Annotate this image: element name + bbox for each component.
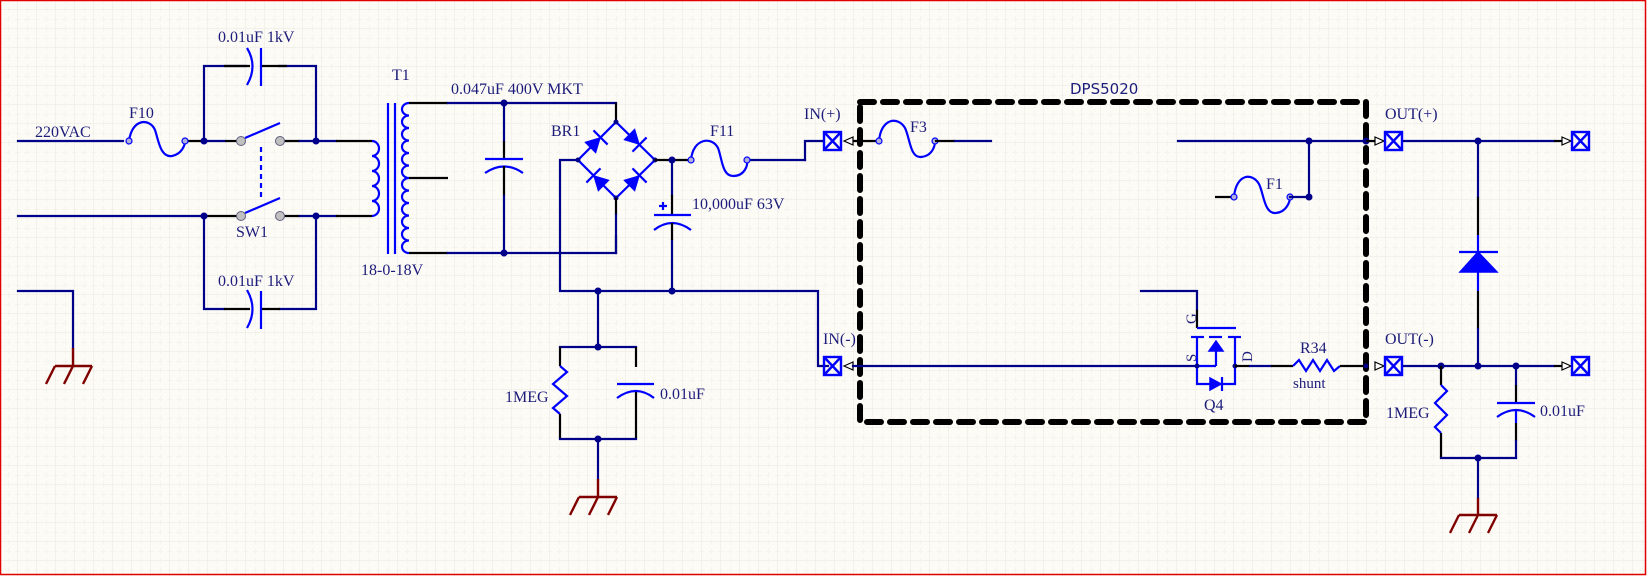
input-voltage-label: 220VAC — [35, 124, 91, 141]
input-cap-label: 0.01uF — [660, 386, 705, 403]
port-out-plus-terminal[interactable] — [1554, 130, 1591, 152]
output-resistor-label: 1MEG — [1386, 405, 1430, 422]
fuse-f3-label: F3 — [910, 119, 927, 136]
mosfet-q4[interactable] — [1139, 289, 1293, 392]
ground-output[interactable] — [1448, 456, 1499, 534]
capacitor-bulk[interactable] — [653, 195, 692, 240]
mosfet-gate-label: G — [1184, 313, 1200, 324]
port-in-minus[interactable] — [822, 355, 1198, 377]
input-resistor-label: 1MEG — [505, 389, 549, 406]
resistor-r34-value: shunt — [1293, 376, 1326, 392]
dps5020-module-outline[interactable] — [857, 99, 1369, 425]
dps5020-module-title: DPS5020 — [1070, 80, 1138, 98]
port-in-plus[interactable] — [822, 130, 878, 152]
port-out-minus-terminal[interactable] — [1554, 355, 1591, 377]
transformer-rating-label: 18-0-18V — [361, 262, 424, 279]
transformer-t1-label: T1 — [392, 67, 410, 84]
junctions-input — [200, 137, 320, 220]
port-in-minus-label: IN(-) — [823, 331, 856, 348]
capacitor-snubber-top-label: 0.01uF 1kV — [218, 29, 295, 46]
capacitor-snubber-bottom[interactable] — [202, 214, 318, 329]
port-in-plus-label: IN(+) — [804, 106, 841, 123]
fuse-f1[interactable] — [1215, 175, 1311, 215]
ground-input[interactable] — [568, 437, 619, 516]
ground-left[interactable] — [16, 289, 94, 385]
capacitor-snubber-top[interactable] — [202, 47, 318, 143]
port-out-plus-label: OUT(+) — [1385, 106, 1438, 123]
capacitor-047uf-label: 0.047uF 400V MKT — [451, 81, 583, 98]
switch-sw1-label: SW1 — [236, 224, 268, 241]
capacitor-bulk-label: 10,000uF 63V — [692, 196, 785, 213]
fuse-f10[interactable] — [125, 121, 189, 158]
fuse-f11[interactable] — [687, 139, 751, 178]
mosfet-source-label: S — [1184, 354, 1200, 362]
resistor-r34-shunt[interactable] — [1292, 357, 1369, 374]
fuse-f1-label: F1 — [1266, 176, 1283, 193]
diode-output-protection[interactable] — [1458, 137, 1499, 368]
output-cap-label: 0.01uF — [1540, 403, 1585, 420]
transformer-t1[interactable] — [371, 101, 448, 255]
bridge-rectifier-br1-label: BR1 — [551, 123, 580, 140]
fuse-f11-label: F11 — [710, 123, 734, 140]
resistor-r34-label: R34 — [1300, 340, 1327, 357]
mosfet-drain-label: D — [1240, 351, 1256, 362]
fuse-f3[interactable] — [875, 119, 993, 159]
fuse-f10-label: F10 — [129, 105, 154, 122]
switch-sw1[interactable] — [236, 121, 285, 221]
port-out-minus-label: OUT(-) — [1385, 331, 1434, 348]
mosfet-q4-label: Q4 — [1204, 397, 1224, 414]
dc-wires[interactable] — [558, 139, 830, 368]
capacitor-047uf[interactable] — [484, 99, 524, 257]
capacitor-snubber-bottom-label: 0.01uF 1kV — [218, 273, 295, 290]
